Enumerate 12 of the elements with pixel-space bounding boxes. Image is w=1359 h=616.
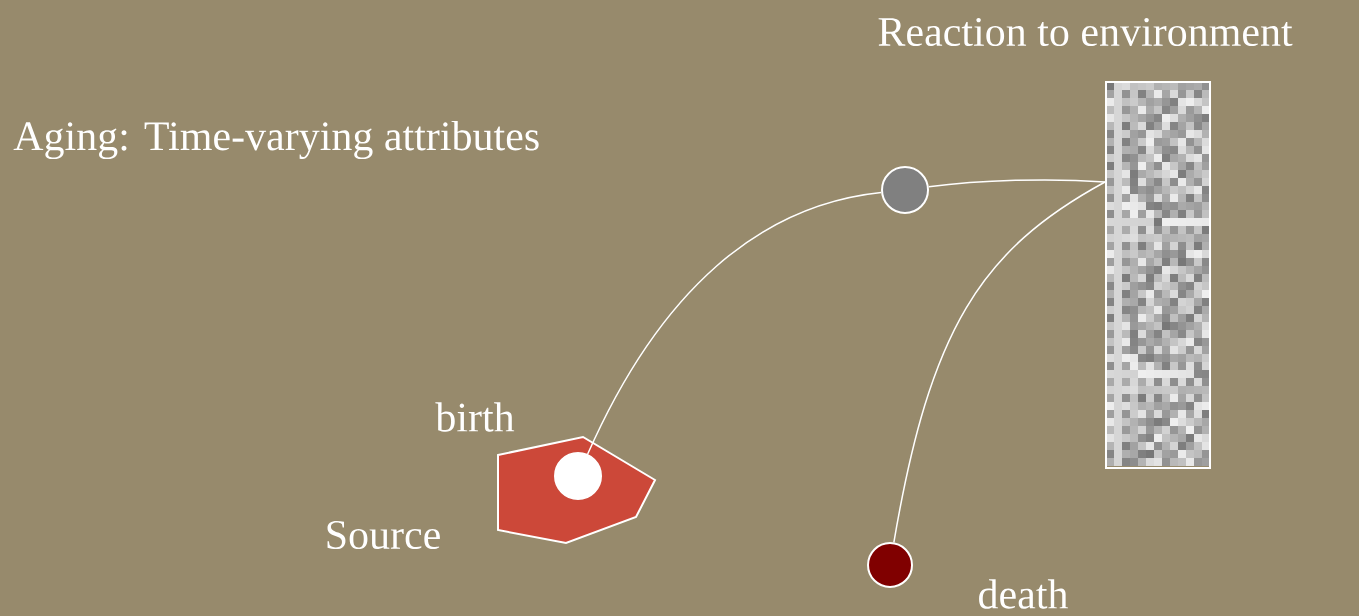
connector-line (893, 181, 1106, 544)
connector-line (928, 179, 1106, 188)
connector-line (586, 191, 882, 455)
node-caption: Source (327, 520, 440, 550)
death-circle (867, 542, 913, 588)
node-caption: death (979, 579, 1068, 609)
node-caption: Reaction to environment (878, 17, 1293, 47)
node-caption: birth (435, 402, 515, 432)
environment-bar (1105, 81, 1211, 469)
state-circle (881, 166, 929, 214)
birth-circle (554, 452, 602, 500)
title: Aging: Time-varying attributes (13, 120, 539, 160)
